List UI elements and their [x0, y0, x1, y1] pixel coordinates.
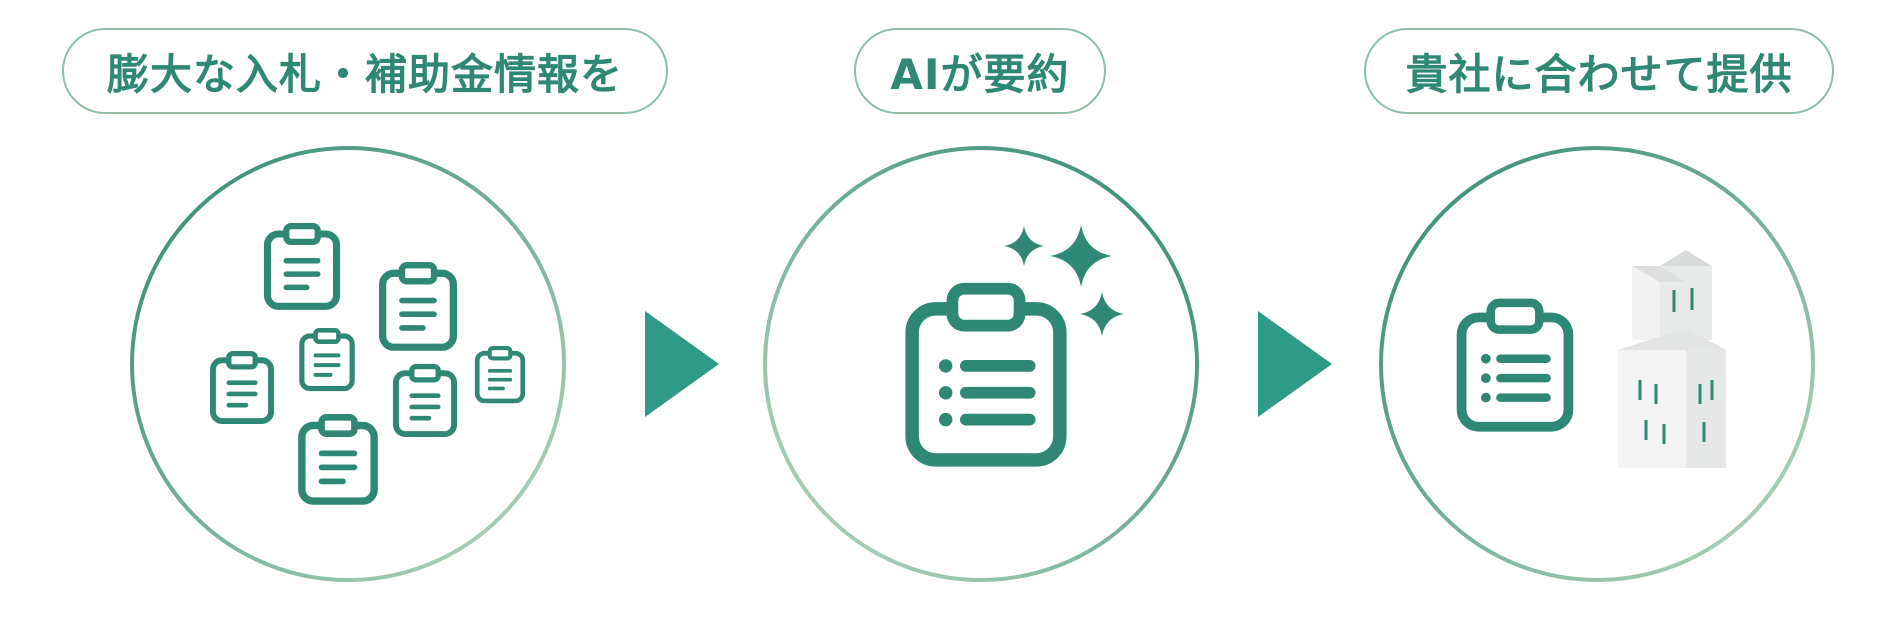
arrow-1 — [645, 311, 719, 417]
clipboard-building-icon — [1462, 250, 1726, 468]
step-1-label: 膨大な入札・補助金情報を — [62, 28, 668, 114]
step-3-circle — [1379, 146, 1815, 582]
arrow-2 — [1258, 311, 1332, 417]
triangle-right-icon — [1258, 311, 1332, 417]
step-3-label: 貴社に合わせて提供 — [1364, 28, 1834, 114]
triangle-right-icon — [645, 311, 719, 417]
step-2-label: AIが要約 — [854, 28, 1106, 114]
step-1-circle — [130, 146, 566, 582]
building-icon — [1618, 250, 1726, 468]
